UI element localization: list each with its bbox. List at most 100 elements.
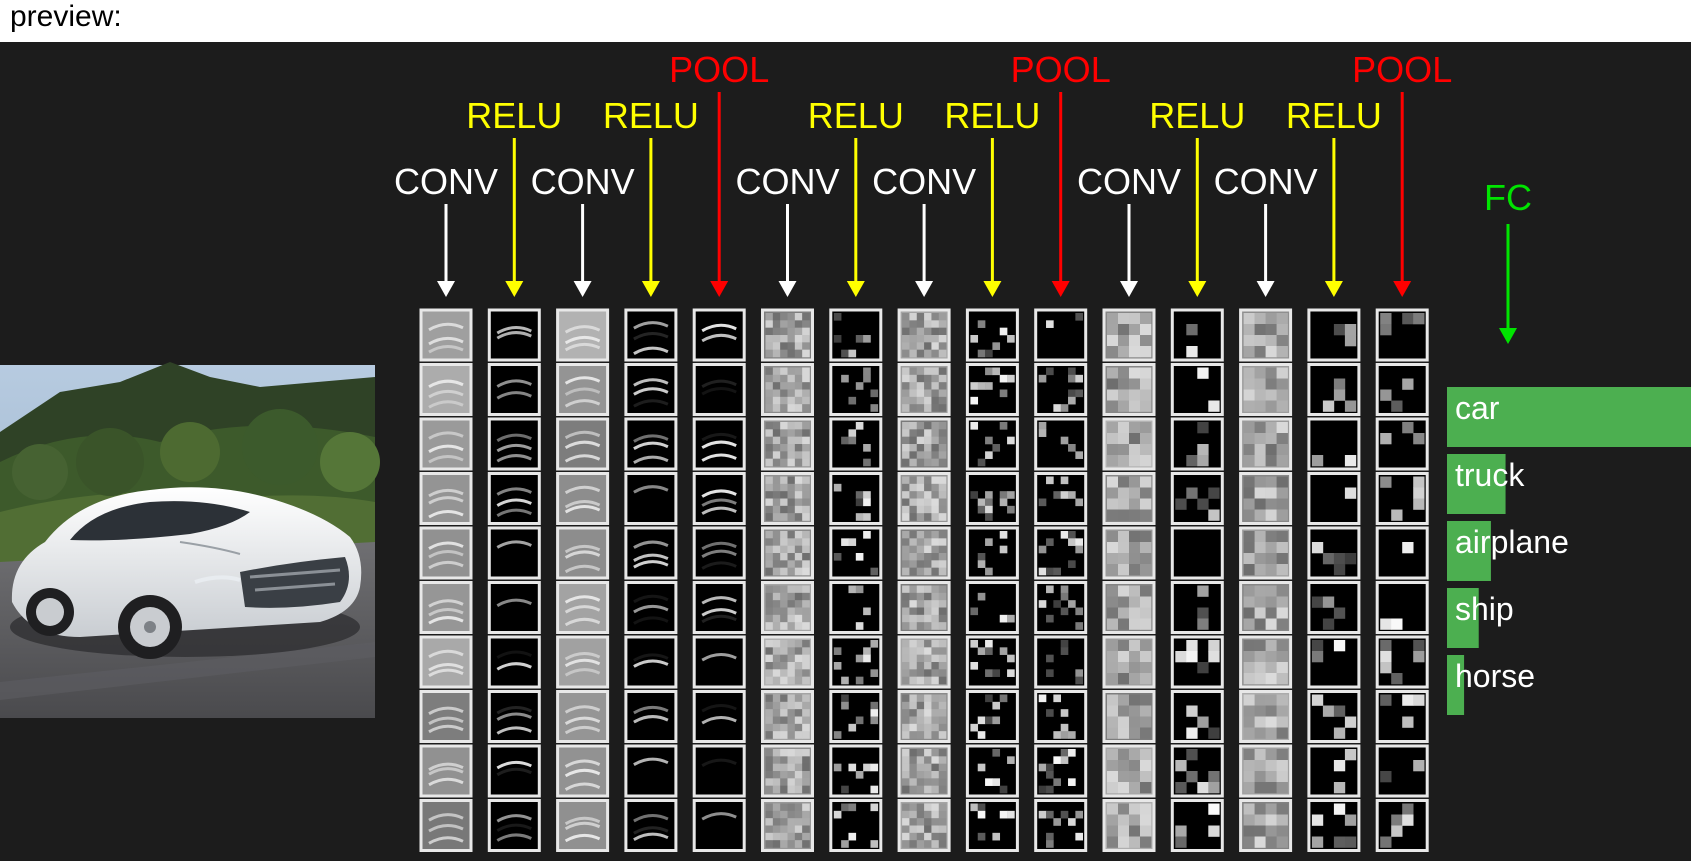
feature-map (556, 581, 610, 634)
feature-map (965, 744, 1019, 798)
feature-map (1170, 526, 1224, 580)
feature-map (1239, 308, 1293, 362)
feature-map (1375, 363, 1429, 416)
feature-map (1239, 690, 1293, 743)
feature-map (1034, 308, 1088, 362)
feature-map (1375, 635, 1429, 689)
feature-map (1170, 581, 1224, 634)
feature-map (1034, 472, 1088, 525)
feature-map (1102, 417, 1156, 471)
prediction-label: ship (1455, 591, 1514, 627)
feature-map (761, 581, 814, 634)
feature-map (761, 363, 814, 416)
feature-map (1375, 526, 1429, 580)
feature-map (487, 744, 541, 798)
feature-map (556, 472, 610, 525)
layer-relu-14: RELU (1286, 95, 1382, 852)
feature-map (1375, 472, 1429, 525)
arrow-head (983, 281, 1002, 297)
feature-map (692, 472, 746, 525)
feature-map (556, 744, 610, 798)
feature-map (692, 308, 746, 362)
feature-map (487, 472, 541, 525)
feature-map (624, 417, 678, 471)
layer-conv-3: CONV (531, 161, 635, 852)
feature-map (761, 526, 814, 580)
feature-map (761, 799, 814, 852)
feature-map (1375, 581, 1429, 634)
layer-relu-4: RELU (603, 95, 699, 852)
feature-map (692, 690, 746, 743)
feature-map (419, 526, 473, 580)
layer-label: RELU (944, 95, 1040, 136)
feature-map (897, 581, 951, 634)
feature-map (829, 581, 883, 634)
prediction-label: car (1455, 390, 1500, 426)
layer-label: CONV (1214, 161, 1318, 202)
layer-conv-11: CONV (1077, 161, 1181, 852)
feature-map (965, 635, 1019, 689)
feature-map (1239, 799, 1293, 852)
feature-map (1307, 635, 1361, 689)
feature-map (1307, 744, 1361, 798)
arrow-head (505, 281, 524, 297)
feature-map (1034, 417, 1088, 471)
feature-map (487, 635, 541, 689)
feature-map (897, 799, 951, 852)
feature-map (1102, 581, 1156, 634)
feature-map (556, 526, 610, 580)
feature-map (692, 799, 746, 852)
feature-map (487, 526, 541, 580)
layer-label: CONV (735, 161, 839, 202)
arrow-head (641, 281, 660, 297)
feature-map (487, 417, 541, 471)
feature-map (965, 417, 1019, 471)
layer-conv-1: CONV (394, 161, 498, 852)
feature-map (1239, 417, 1293, 471)
feature-map (624, 744, 678, 798)
feature-map (1307, 581, 1361, 634)
feature-map (1034, 581, 1088, 634)
feature-map (1102, 744, 1156, 798)
layer-relu-9: RELU (944, 95, 1040, 852)
feature-map (829, 690, 883, 743)
arrow-head (1256, 281, 1275, 297)
feature-map (624, 526, 678, 580)
feature-map (1034, 526, 1088, 580)
arrow-head (437, 281, 455, 297)
prediction-bar (1447, 588, 1479, 648)
prediction-airplane: airplane (1447, 521, 1569, 581)
feature-map (829, 363, 883, 416)
feature-map (965, 363, 1019, 416)
layer-relu-2: RELU (466, 95, 562, 852)
arrow-head (1393, 281, 1412, 297)
feature-map (1170, 417, 1224, 471)
arrow-head (573, 281, 592, 297)
layer-label: POOL (1352, 49, 1452, 90)
feature-map (761, 635, 814, 689)
feature-map (897, 308, 951, 362)
feature-map (1102, 690, 1156, 743)
feature-map (1102, 635, 1156, 689)
feature-map (556, 635, 610, 689)
layer-label: RELU (1286, 95, 1382, 136)
feature-map (624, 581, 678, 634)
layer-label: RELU (1149, 95, 1245, 136)
prediction-bar (1447, 454, 1506, 514)
feature-map (419, 635, 473, 689)
feature-map (829, 308, 883, 362)
layer-conv-6: CONV (735, 161, 840, 852)
feature-map (897, 472, 951, 525)
layer-label: POOL (669, 49, 769, 90)
feature-map (761, 744, 814, 798)
feature-map (897, 363, 951, 416)
layer-label: POOL (1011, 49, 1111, 90)
feature-map (965, 581, 1019, 634)
feature-map (556, 417, 610, 471)
feature-map (556, 799, 610, 852)
feature-map (1307, 799, 1361, 852)
feature-map (692, 635, 746, 689)
prediction-truck: truck (1447, 454, 1525, 514)
arrow-head (1051, 281, 1070, 297)
feature-map (556, 363, 610, 416)
